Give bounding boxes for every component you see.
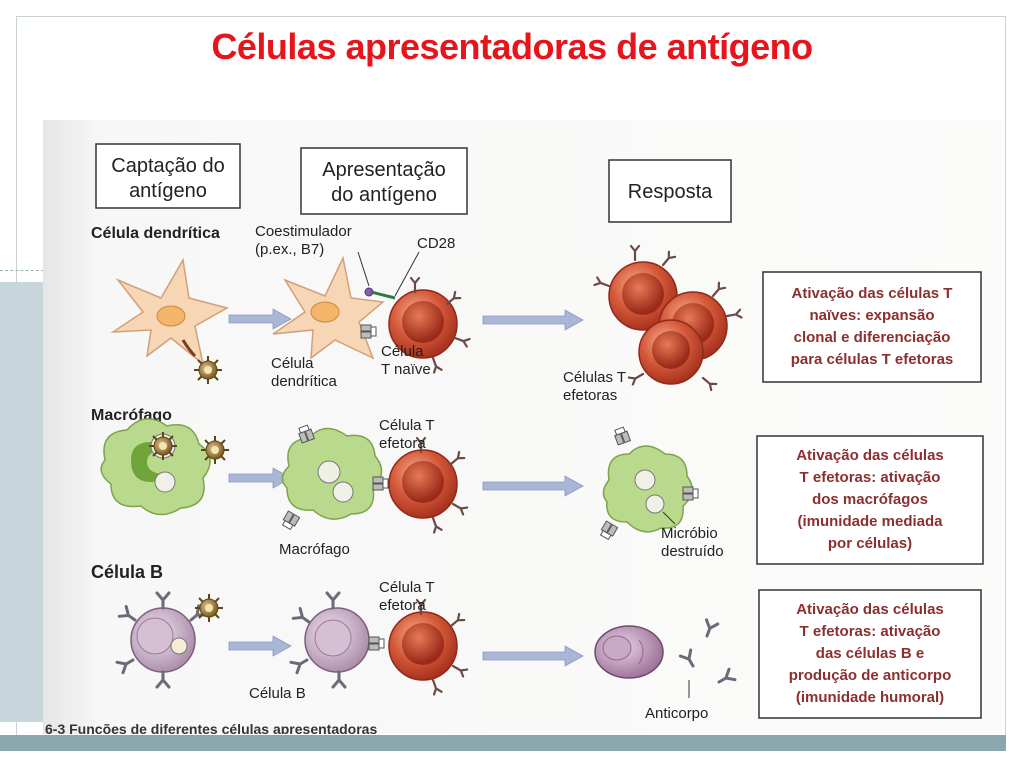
result-1-line2: naïves: expansão <box>809 307 934 324</box>
side-decor-band <box>0 282 44 722</box>
result-2-line4: (imunidade mediada <box>797 513 943 530</box>
dendritic-cell-presenting <box>272 255 385 360</box>
result-3-line5: (imunidade humoral) <box>796 689 944 706</box>
microbe-pointer <box>662 511 676 525</box>
costim-pointer <box>357 251 370 287</box>
header-presentation-line1: Apresentação <box>322 159 445 181</box>
effector-t-cell-cluster <box>593 244 743 392</box>
microbe-icon-2 <box>200 435 230 465</box>
apc-figure: Captação do antígeno Apresentação do ant… <box>43 120 1005 737</box>
naive-t-label-line2: T naïve <box>381 361 431 378</box>
activated-macrophage <box>598 425 699 541</box>
header-capture-line2: antígeno <box>129 180 207 202</box>
result-2-line5: por células) <box>828 535 912 552</box>
effector-t-b-label-line2: efetora <box>379 597 426 614</box>
effector-t-label-line2: efetoras <box>563 387 617 404</box>
result-3-line4: produção de anticorpo <box>789 667 952 684</box>
microbe-icon <box>193 355 223 385</box>
dc-label-line2: dendrítica <box>271 373 338 390</box>
result-2-line1: Ativação das células <box>796 447 944 464</box>
naive-t-cell <box>388 276 471 374</box>
result-3-line3: das células B e <box>816 645 924 662</box>
microbe-icon-3 <box>194 593 224 623</box>
microbe-destroyed-line2: destruído <box>661 543 724 560</box>
slide-title: Células apresentadoras de antígeno <box>211 26 813 67</box>
b-cell-presenting <box>289 591 385 689</box>
bcell-label: Célula B <box>249 685 306 702</box>
b-cell-capture <box>115 591 208 689</box>
bottom-decor-band <box>0 735 1006 751</box>
result-2-line3: dos macrófagos <box>812 491 928 508</box>
result-1-line1: Ativação das células T <box>792 285 953 302</box>
result-2-line2: T efetoras: ativação <box>800 469 941 486</box>
result-3-line2: T efetoras: ativação <box>800 623 941 640</box>
effector-t-mac-label-line2: efetora <box>379 435 426 452</box>
result-3-line1: Ativação das células <box>796 601 944 618</box>
effector-t-cell-bcell-row <box>388 598 469 696</box>
effector-t-label-line1: Células T <box>563 369 626 386</box>
cd28-label: CD28 <box>417 235 455 252</box>
dc-label-line1: Célula <box>271 355 314 372</box>
effector-t-mac-label-line1: Célula T <box>379 417 435 434</box>
result-box-naive-activation: Ativação das células T naïves: expansão … <box>762 271 982 383</box>
plasma-cell <box>594 625 664 679</box>
result-box-bcell-activation: Ativação das células T efetoras: ativaçã… <box>758 589 982 719</box>
macrophage-capture <box>100 418 211 516</box>
costim-label-line2: (p.ex., B7) <box>255 241 324 258</box>
antibody-label: Anticorpo <box>645 705 708 722</box>
effector-t-cell-macrophage-row <box>388 436 469 534</box>
result-1-line4: para células T efetoras <box>791 351 954 368</box>
naive-t-label-line1: Célula <box>381 343 424 360</box>
header-response-label: Resposta <box>628 181 713 203</box>
header-response-box: Resposta <box>608 159 732 223</box>
header-presentation-line2: do antígeno <box>331 184 437 206</box>
header-capture-line1: Captação do <box>111 155 224 177</box>
cd28-receptor-icon <box>370 290 396 300</box>
figure-caption-fragment: 6-3 Funções de diferentes células aprese… <box>45 721 377 734</box>
mhc-complex-icon <box>360 324 377 339</box>
result-box-macrophage-activation: Ativação das células T efetoras: ativaçã… <box>756 435 984 565</box>
header-presentation-box: Apresentação do antígeno <box>300 147 468 215</box>
costim-label-line1: Coestimulador <box>255 223 352 240</box>
apc-diagram: Captação do antígeno Apresentação do ant… <box>43 120 1005 737</box>
header-capture-box: Captação do antígeno <box>95 143 241 209</box>
macrophage-label: Macrófago <box>279 541 350 558</box>
result-1-line3: clonal e diferenciação <box>794 329 951 346</box>
cd28-pointer <box>394 251 420 297</box>
macrophage-presenting <box>280 423 389 531</box>
microbe-destroyed-line1: Micróbio <box>661 525 718 542</box>
row-label-dendritic: Célula dendrítica <box>91 225 220 242</box>
effector-t-b-label-line1: Célula T <box>379 579 435 596</box>
row-label-bcell: Célula B <box>91 562 163 582</box>
side-dashed-line <box>0 270 44 271</box>
